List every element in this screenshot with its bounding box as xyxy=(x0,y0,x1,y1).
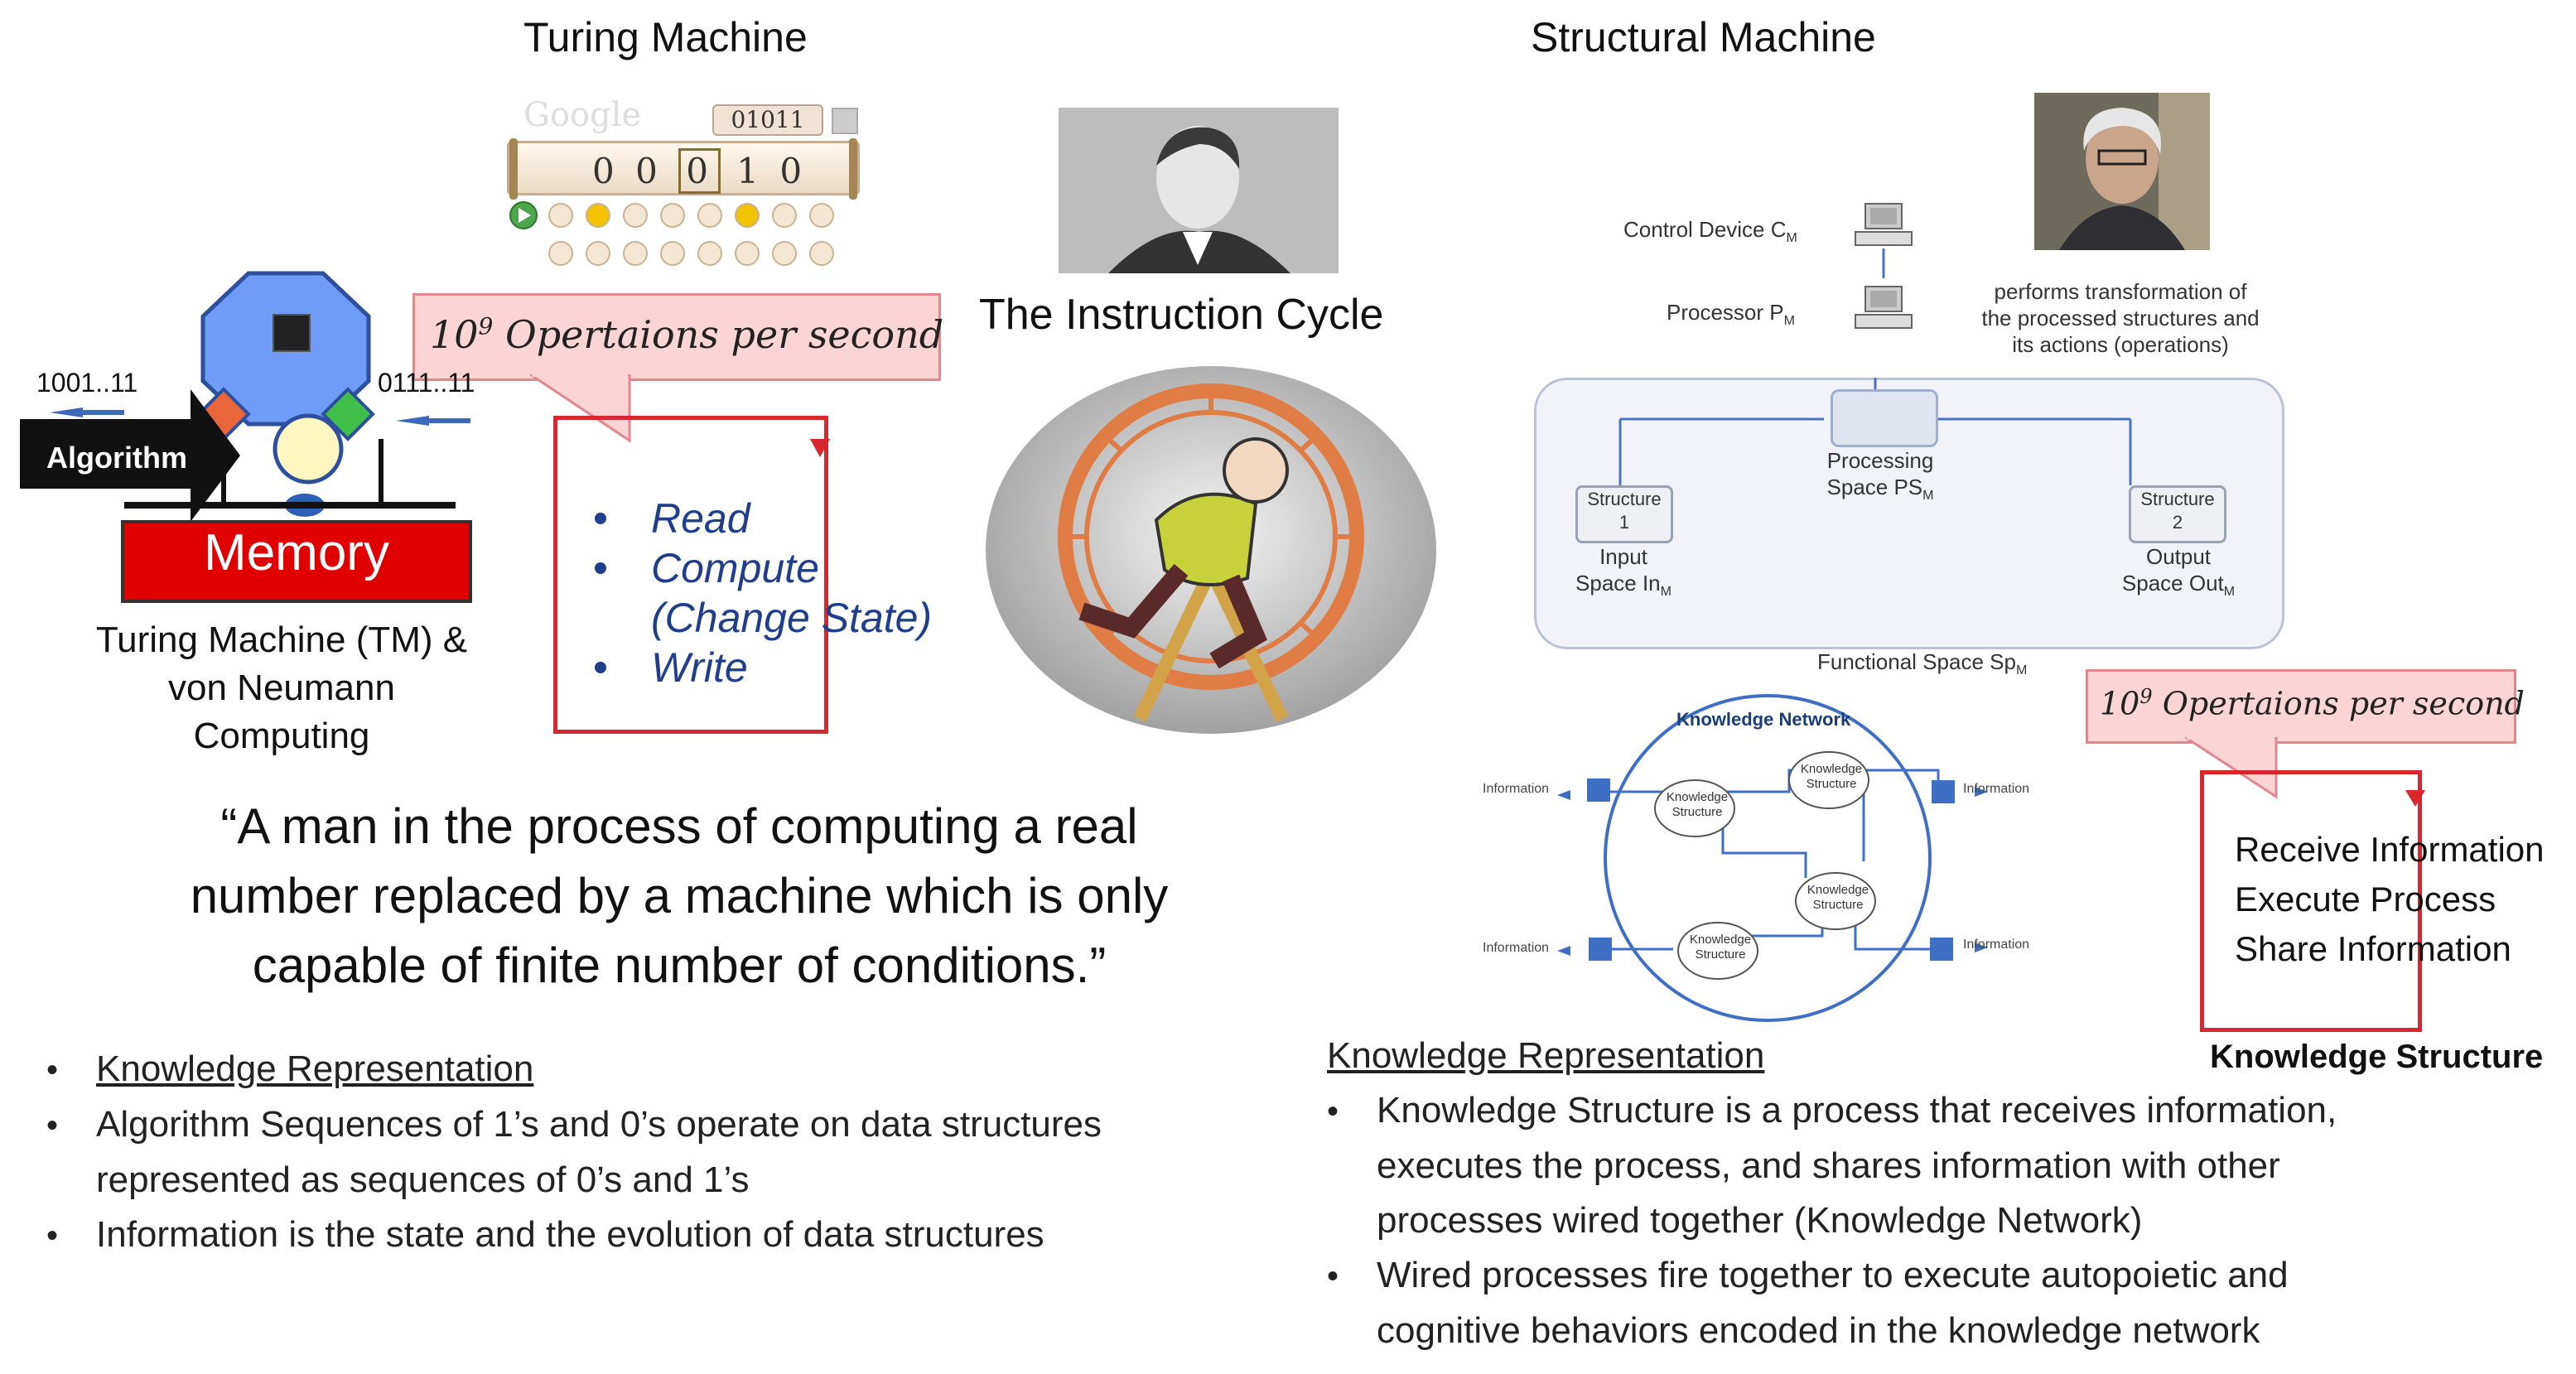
tape-head-digit: 0 xyxy=(678,148,721,194)
functional-space-label: Functional Space SpM xyxy=(1817,649,2028,678)
callout-pointer-left xyxy=(530,374,631,443)
tm-diagram xyxy=(20,271,472,603)
information-label: Information xyxy=(1483,782,1550,796)
right-bullet-item-cont: processes wired together (Knowledge Netw… xyxy=(1377,1200,2143,1241)
callout-text: Opertaions per second xyxy=(493,312,944,357)
processing-space-label: Processing Space PSM xyxy=(1826,448,1934,504)
instruction-cycle-title: The Instruction Cycle xyxy=(979,291,1384,339)
node-label: Knowledge Structure xyxy=(1666,790,1729,819)
knowledge-node xyxy=(1677,922,1758,980)
transform-note: performs transformation of the processed… xyxy=(1981,279,2260,357)
bracket-arrow-right xyxy=(2405,790,2425,807)
bracket-arrow-left xyxy=(810,439,830,457)
tape-digits: 0 0 0 1 0 xyxy=(592,148,807,194)
step-execute: Execute Process xyxy=(2235,880,2496,918)
tm-caption: Turing Machine (TM) & von Neumann Comput… xyxy=(95,620,468,756)
input-bits: 1001..11 xyxy=(36,368,138,398)
step-receive: Receive Information xyxy=(2235,830,2545,869)
google-turing-doodle: Google 01011 0 0 0 1 0 xyxy=(507,93,863,275)
ops-callout-left: 109 Opertaions per second xyxy=(412,293,944,381)
step-read: Read xyxy=(595,494,932,543)
knowledge-network-diagram xyxy=(1557,694,1988,1022)
processor-label: Processor PM xyxy=(1667,300,1795,329)
turing-machine-title: Turing Machine xyxy=(523,14,808,60)
information-label: Information xyxy=(1963,782,2030,796)
left-bullet-item: •Algorithm Sequences of 1’s and 0’s oper… xyxy=(46,1104,1102,1145)
left-bullet-item: •Information is the state and the evolut… xyxy=(46,1214,1044,1255)
tape-digit: 0 xyxy=(779,151,808,191)
control-computer-icon xyxy=(1855,203,1913,246)
processor-computer-icon xyxy=(1855,286,1913,329)
step-share: Share Information xyxy=(2235,929,2511,968)
left-bullet-item-cont: represented as sequences of 0’s and 1’s xyxy=(96,1159,750,1200)
knowledge-node xyxy=(1654,779,1735,837)
tape-digit: 0 xyxy=(592,151,620,191)
tape-counter: 01011 xyxy=(712,104,823,136)
input-space-label: Input Space InM xyxy=(1575,544,1672,600)
knowledge-node xyxy=(1788,751,1869,809)
burgin-portrait xyxy=(2034,93,2210,250)
chip-icon xyxy=(273,314,311,352)
information-label: Information xyxy=(1483,941,1550,955)
node-label: Knowledge Structure xyxy=(1800,762,1863,791)
right-knowledge-bullets: Knowledge Representation •Knowledge Stru… xyxy=(1327,1029,2553,1358)
right-bullet-item: •Wired processes fire together to execut… xyxy=(1327,1255,2289,1295)
output-space-label: Output Space OutM xyxy=(2121,544,2236,600)
right-bullet-item-cont: cognitive behaviors encoded in the knowl… xyxy=(1377,1310,2260,1351)
instruction-steps: Read Compute (Change State) Write xyxy=(595,494,932,692)
tape-digit: 1 xyxy=(736,151,765,191)
turing-quote: “A man in the process of computing a rea… xyxy=(190,798,1169,993)
control-device-label: Control Device CM xyxy=(1623,217,1797,246)
callout-text: Opertaions per second xyxy=(2152,685,2525,722)
left-bullet-heading: •Knowledge Representation xyxy=(46,1049,534,1089)
callout-exponent: 9 xyxy=(478,312,494,340)
ks-bracket-right xyxy=(2200,770,2422,1032)
turing-portrait xyxy=(1059,108,1339,273)
left-knowledge-bullets: •Knowledge Representation •Algorithm Seq… xyxy=(46,1042,1289,1263)
knowledge-node xyxy=(1795,872,1876,930)
memory-label: Memory xyxy=(204,524,389,581)
ks-steps: Receive Information Execute Process Shar… xyxy=(2235,825,2545,974)
functional-space-connectors xyxy=(1618,378,2132,485)
output-bits: 0111..11 xyxy=(378,368,475,398)
knowledge-structure-label: Knowledge Structure xyxy=(2210,1039,2544,1075)
knowledge-network-title: Knowledge Network xyxy=(1676,709,1851,730)
doodle-controls xyxy=(509,201,834,266)
structural-machine-title: Structural Machine xyxy=(1531,14,1876,60)
memory-box xyxy=(121,520,472,603)
hamster-wheel-illustration xyxy=(986,366,1436,734)
head-circle xyxy=(273,413,344,485)
callout-base: 10 xyxy=(2100,685,2140,722)
right-bullet-item: •Knowledge Structure is a process that r… xyxy=(1327,1090,2337,1131)
algorithm-arrow xyxy=(20,389,240,522)
step-write: Write xyxy=(595,643,932,692)
google-logo: Google xyxy=(523,96,642,134)
tape: 0 0 0 1 0 xyxy=(507,138,860,200)
ops-callout-right: 109 Opertaions per second xyxy=(2086,669,2525,744)
step-compute: Compute xyxy=(595,543,932,593)
node-label: Knowledge Structure xyxy=(1807,883,1869,912)
callout-pointer-right xyxy=(2185,737,2278,799)
right-bullet-item-cont: executes the process, and shares informa… xyxy=(1377,1145,2280,1186)
callout-base: 10 xyxy=(430,312,479,357)
instruction-bracket-left xyxy=(553,416,828,734)
node-label: Knowledge Structure xyxy=(1689,933,1752,962)
right-bullet-heading: Knowledge Representation xyxy=(1327,1035,1765,1076)
information-label: Information xyxy=(1963,938,2030,952)
computer-icons xyxy=(1855,203,1913,329)
callout-exponent: 9 xyxy=(2139,685,2153,708)
tape-digit: 0 xyxy=(635,151,663,191)
algorithm-label: Algorithm xyxy=(46,441,187,475)
doodle-square-icon xyxy=(832,108,858,134)
processing-node xyxy=(1831,389,1938,447)
step-change-state: (Change State) xyxy=(651,595,933,641)
